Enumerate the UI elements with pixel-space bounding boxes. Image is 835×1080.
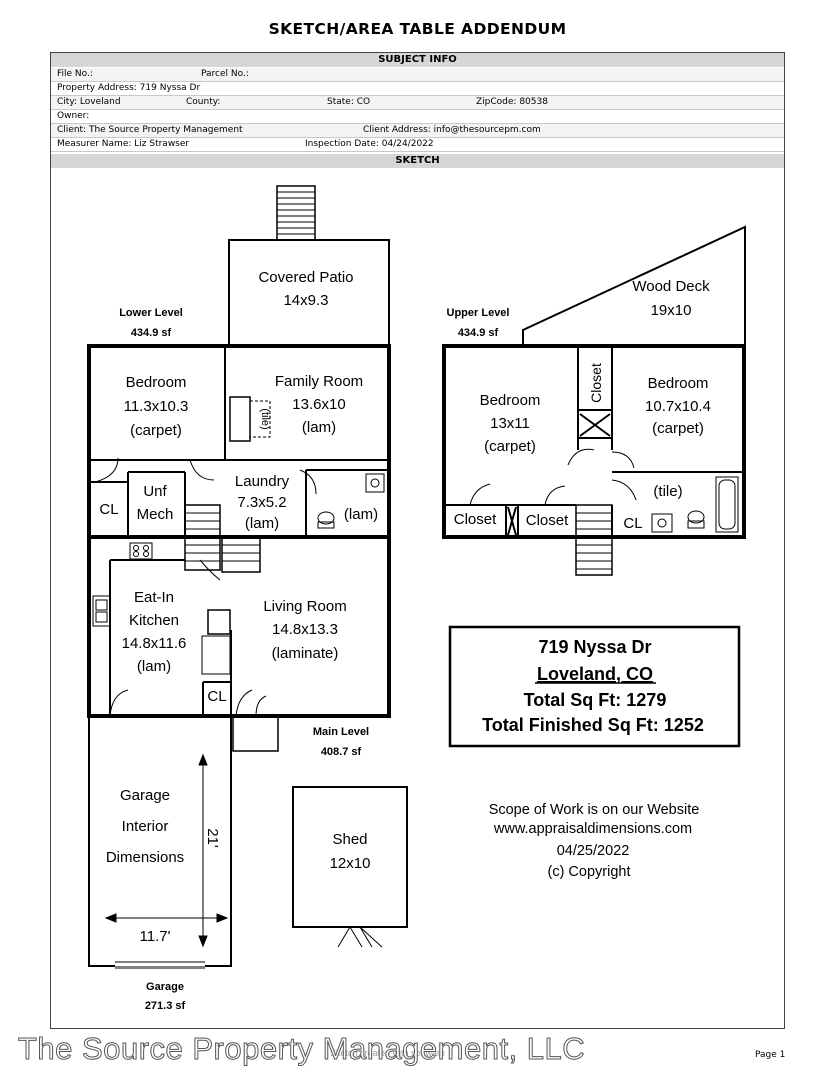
mech-label: Mech (137, 506, 174, 523)
summary-finished-sqft: Total Finished Sq Ft: 1252 (482, 715, 704, 735)
garage-interior-line3: Dimensions (106, 849, 184, 866)
file-no: File No.: (57, 69, 93, 79)
client-address: Client Address: info@thesourcepm.com (363, 125, 541, 135)
subject-info-header: SUBJECT INFO (51, 53, 784, 67)
info-row-city: City: Loveland County: State: CO ZipCode… (51, 96, 784, 110)
inspection-date: Inspection Date: 04/24/2022 (305, 139, 434, 149)
garage-interior-line2: Interior (122, 818, 169, 835)
property-address: Property Address: 719 Nyssa Dr (57, 83, 201, 93)
upper-bedroom-1-floor: (carpet) (484, 438, 536, 455)
info-row-file: File No.: Parcel No.: (51, 68, 784, 82)
sketch-header: SKETCH (51, 154, 784, 168)
family-room-dim: 13.6x10 (292, 396, 345, 413)
owner: Owner: (57, 111, 90, 121)
upper-bedroom-2-floor: (carpet) (652, 420, 704, 437)
lower-bedroom-floor: (carpet) (130, 422, 182, 439)
living-room-name: Living Room (263, 598, 346, 615)
lower-bedroom-name: Bedroom (126, 374, 187, 391)
family-room-floor: (lam) (302, 419, 336, 436)
main-level-label: Main Level (313, 726, 369, 738)
lower-bath-floor: (lam) (344, 506, 378, 523)
scope-note-date: 04/25/2022 (557, 843, 630, 859)
upper-level-label: Upper Level (447, 307, 510, 319)
page-title: SKETCH/AREA TABLE ADDENDUM (268, 20, 567, 38)
upper-bedroom-1-dim: 13x11 (490, 415, 530, 432)
county: County: (186, 97, 221, 107)
scope-note-website: www.appraisaldimensions.com (493, 821, 692, 837)
lower-closet-label: CL (99, 501, 118, 518)
scope-note-1: Scope of Work is on our Website (489, 802, 700, 818)
main-level-area: 408.7 sf (321, 746, 362, 758)
upper-bath-floor: (tile) (653, 483, 682, 500)
software-credit: Sketch created with software (330, 1048, 446, 1058)
garage-depth: 21' (204, 828, 221, 848)
kitchen-name-2: Kitchen (129, 612, 179, 629)
upper-bedroom-1-name: Bedroom (480, 392, 541, 409)
garage-label: Garage (146, 981, 184, 993)
living-room-floor: (laminate) (272, 645, 339, 662)
summary-total-sqft: Total Sq Ft: 1279 (524, 690, 667, 710)
garage-width: 11.7' (140, 928, 171, 945)
covered-patio-dim: 14x9.3 (283, 292, 328, 309)
wood-deck-name: Wood Deck (632, 278, 710, 295)
laundry-name: Laundry (235, 473, 290, 490)
measurer-name: Measurer Name: Liz Strawser (57, 139, 190, 149)
parcel-no: Parcel No.: (201, 69, 249, 79)
info-row-owner: Owner: (51, 110, 784, 124)
lower-bedroom-dim: 11.3x10.3 (124, 398, 189, 415)
unf-label: Unf (143, 483, 167, 500)
info-row-client: Client: The Source Property Management C… (51, 124, 784, 138)
upper-closet-cl: CL (623, 515, 642, 532)
living-room-dim: 14.8x13.3 (272, 621, 338, 638)
addendum-frame: SUBJECT INFO File No.: Parcel No.: Prope… (50, 52, 785, 1029)
laundry-dim: 7.3x5.2 (237, 494, 286, 511)
shed-dim: 12x10 (330, 855, 371, 872)
client: Client: The Source Property Management (57, 125, 243, 135)
info-row-address: Property Address: 719 Nyssa Dr (51, 82, 784, 96)
wood-deck-dim: 19x10 (651, 302, 692, 319)
upper-closet-vertical: Closet (588, 363, 604, 403)
scope-note-copyright: (c) Copyright (548, 864, 631, 880)
lower-level-label: Lower Level (119, 307, 183, 319)
page-number: Page 1 (755, 1050, 786, 1060)
fireplace-tile: (tile) (259, 408, 271, 429)
laundry-floor: (lam) (245, 515, 279, 532)
upper-closet-right: Closet (526, 512, 569, 529)
lower-level-area: 434.9 sf (131, 327, 172, 339)
city: City: Loveland (57, 97, 121, 107)
kitchen-floor: (lam) (137, 658, 171, 675)
upper-bedroom-2-dim: 10.7x10.4 (645, 398, 711, 415)
covered-patio-name: Covered Patio (258, 269, 353, 286)
upper-closet-left: Closet (454, 511, 497, 528)
watermark: The Source Property Management, LLC (17, 1031, 586, 1067)
info-row-measurer: Measurer Name: Liz Strawser Inspection D… (51, 138, 784, 152)
summary-address: 719 Nyssa Dr (538, 637, 651, 657)
family-room-name: Family Room (275, 373, 363, 390)
upper-level-area: 434.9 sf (458, 327, 499, 339)
garage-area: 271.3 sf (145, 1000, 186, 1012)
main-closet-label: CL (207, 688, 226, 705)
kitchen-name-1: Eat-In (134, 589, 174, 606)
kitchen-dim: 14.8x11.6 (122, 635, 187, 652)
garage-interior-line1: Garage (120, 787, 170, 804)
zipcode: ZipCode: 80538 (476, 97, 548, 107)
state: State: CO (327, 97, 371, 107)
shed-name: Shed (332, 831, 367, 848)
upper-bedroom-2-name: Bedroom (648, 375, 709, 392)
summary-city: Loveland, CO (537, 664, 653, 684)
